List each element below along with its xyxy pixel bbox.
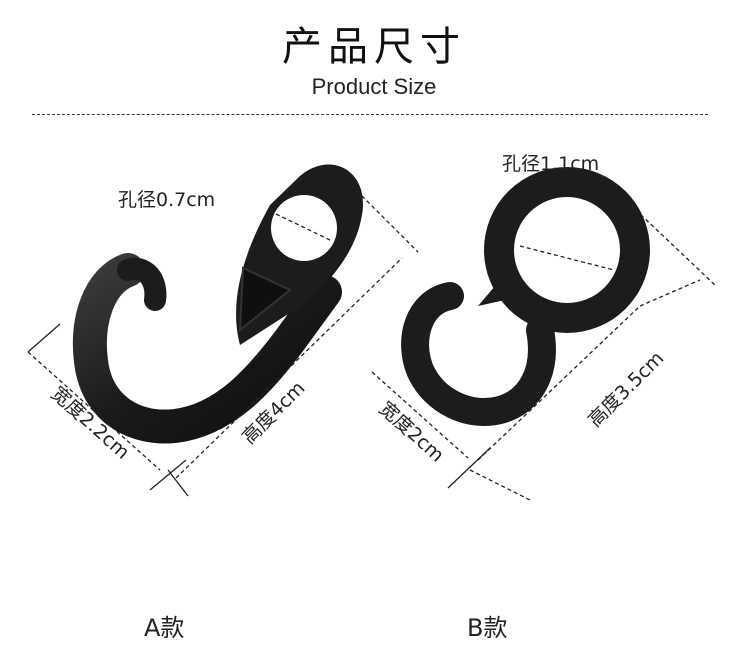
hook-a-triangle-recess	[238, 266, 292, 333]
header-divider	[32, 114, 708, 115]
hook-b-height-label: 高度3.5cm	[584, 347, 668, 431]
hook-b-label: B款	[467, 614, 508, 642]
hook-a-width-line	[27, 351, 161, 471]
hook-b-hole-label: 孔径1.1cm	[502, 153, 599, 175]
hook-b-dimensions	[371, 175, 717, 501]
page-title: 产品尺寸	[282, 24, 466, 70]
hook-a-hole-label: 孔径0.7cm	[118, 189, 215, 211]
hook-a-height-line	[175, 257, 403, 479]
hook-a-label: A款	[144, 614, 185, 642]
hook-b-width-line	[371, 371, 469, 459]
hook-b-ring	[484, 167, 650, 333]
hook-b-image	[401, 167, 650, 427]
hook-a-tip	[117, 257, 167, 311]
hook-b-height-line	[477, 305, 641, 461]
hook-a-body	[72, 253, 342, 444]
page-subtitle: Product Size	[311, 74, 437, 99]
hook-a-image	[72, 164, 364, 444]
hook-b-lower-loop	[401, 282, 556, 427]
hook-a-dimensions	[27, 175, 419, 497]
hook-b-spike	[478, 266, 512, 306]
